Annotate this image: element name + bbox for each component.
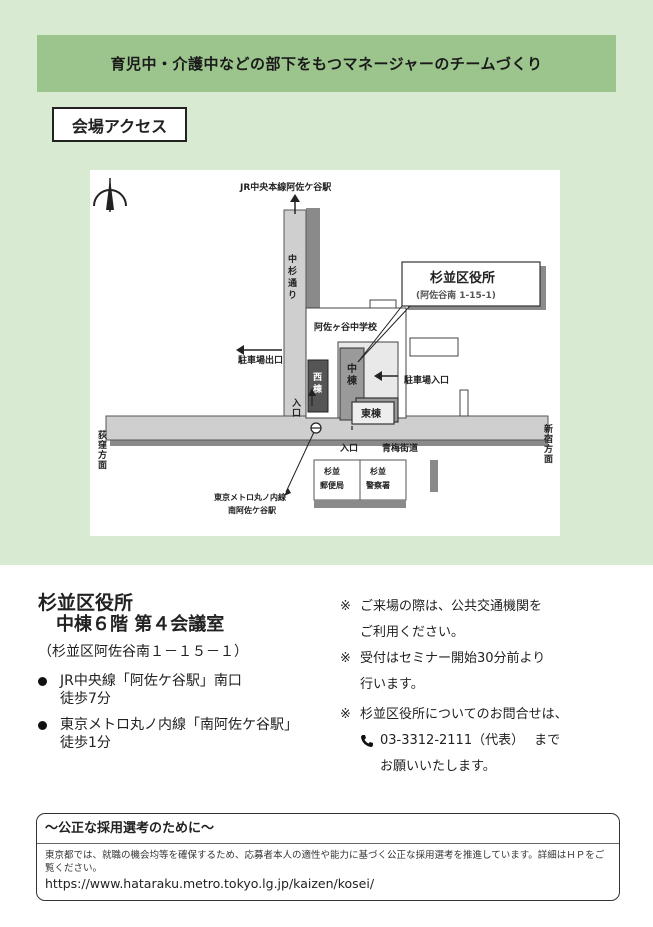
- left-direction-1: 荻: [98, 429, 108, 441]
- post-office-label-2: 郵便局: [320, 480, 344, 490]
- note-mark: ※: [340, 599, 351, 614]
- street-label-4: り: [288, 290, 297, 301]
- street-label-2: 杉: [288, 265, 297, 277]
- office-callout-address: (阿佐谷南 1-15-1): [416, 289, 496, 301]
- note-mark: ※: [340, 651, 351, 666]
- phone-number[interactable]: 03-3312-2111（代表）: [380, 733, 525, 748]
- left-direction-2: 窪: [98, 439, 107, 451]
- fair-body: 東京都では、就職の機会均等を確保するため、応募者本人の適性や能力に基づく公正な採…: [45, 850, 605, 874]
- notes: ※ ご来場の際は、公共交通機関を ご利用ください。 ※ 受付はセミナー開始30分…: [340, 594, 640, 780]
- venue-address: （杉並区阿佐谷南１－１５－１）: [38, 644, 248, 660]
- post-office-label-1: 杉並: [324, 466, 340, 476]
- route-walk-time: 徒歩1分: [60, 735, 111, 751]
- note-transport: ※ ご来場の際は、公共交通機関を ご利用ください。: [340, 594, 640, 646]
- note-text: お願いいたします。: [380, 759, 496, 774]
- road-label: 青梅街道: [382, 442, 418, 454]
- street-label-1: 中: [288, 253, 297, 265]
- jr-station-label: JR中央本線阿佐ケ谷駅: [239, 181, 332, 193]
- school-label: 阿佐ヶ谷中学校: [314, 321, 378, 333]
- fair-title: ～公正な採用選考のために～: [45, 821, 215, 836]
- subway-icon: [310, 422, 322, 434]
- note-reception: ※ 受付はセミナー開始30分前より 行います。: [340, 646, 640, 698]
- phone-suffix: まで: [534, 733, 561, 748]
- west-wing-label-2: 棟: [313, 383, 323, 395]
- fair-recruitment-box: ～公正な採用選考のために～ 東京都では、就職の機会均等を確保するため、応募者本人…: [36, 813, 620, 901]
- page-title: 育児中・介護中などの部下をもつマネージャーのチームづくり: [37, 35, 616, 92]
- route-line: 東京メトロ丸ノ内線「南阿佐ケ谷駅」: [60, 717, 298, 733]
- phone-line: 03-3312-2111（代表） まで: [340, 728, 640, 754]
- entrance-label-1b: 口: [292, 408, 301, 419]
- fair-url-link[interactable]: https://www.hataraku.metro.tokyo.lg.jp/k…: [45, 876, 375, 891]
- map-drawing: JR中央本線阿佐ケ谷駅 中 杉 通 り 阿佐ヶ谷中学校 駐車場出口 駐車場入口 …: [93, 178, 553, 515]
- note-text: ご利用ください。: [360, 625, 465, 640]
- metro-station-label-1: 東京メトロ丸ノ内線: [214, 492, 286, 502]
- left-direction-4: 面: [98, 460, 107, 471]
- right-direction-3: 方: [544, 443, 553, 455]
- note-text: ご来場の際は、公共交通機関を: [360, 599, 543, 614]
- west-wing-label-1: 西: [313, 372, 322, 383]
- phone-icon: [361, 735, 373, 747]
- center-wing-label-2: 棟: [347, 374, 358, 387]
- venue-info: 杉並区役所 中棟６階 第４会議室 （杉並区阿佐谷南１－１５－１） JR中央線「阿…: [38, 592, 338, 752]
- right-direction-2: 宿: [544, 433, 553, 445]
- police-label-1: 杉並: [370, 466, 386, 476]
- entrance-label-1a: 入: [291, 398, 301, 409]
- left-direction-3: 方: [98, 449, 107, 461]
- note-text: 受付はセミナー開始30分前より: [360, 651, 546, 666]
- metro-station-label-2: 南阿佐ケ谷駅: [228, 505, 277, 515]
- east-wing-label: 東棟: [361, 407, 382, 420]
- office-callout-name: 杉並区役所: [430, 270, 495, 286]
- bullet-icon: [38, 721, 47, 730]
- center-wing-label-1: 中: [347, 362, 357, 375]
- note-text: 杉並区役所についてのお問合せは、: [360, 707, 568, 722]
- divider: [37, 843, 619, 844]
- access-map: JR中央本線阿佐ケ谷駅 中 杉 通 り 阿佐ヶ谷中学校 駐車場出口 駐車場入口 …: [90, 170, 560, 536]
- right-direction-4: 面: [544, 454, 553, 465]
- route-walk-time: 徒歩7分: [60, 691, 111, 707]
- venue-name: 杉並区役所: [38, 592, 134, 614]
- note-text: 行います。: [360, 677, 424, 692]
- parking-entrance-label: 駐車場入口: [404, 374, 449, 386]
- note-inquiry: ※ 杉並区役所についてのお問合せは、: [340, 702, 640, 728]
- north-arrow-icon: [93, 178, 127, 212]
- bullet-icon: [38, 677, 47, 686]
- venue-floor: 中棟６階 第４会議室: [56, 614, 225, 635]
- parking-exit-label: 駐車場出口: [238, 354, 283, 366]
- route-item: 東京メトロ丸ノ内線「南阿佐ケ谷駅」 徒歩1分: [38, 716, 338, 752]
- access-heading: 会場アクセス: [52, 107, 187, 142]
- entrance-label-2: 入口: [339, 443, 358, 454]
- route-line: JR中央線「阿佐ケ谷駅」南口: [60, 673, 242, 689]
- right-direction-1: 新: [544, 423, 553, 435]
- note-mark: ※: [340, 707, 351, 722]
- route-item: JR中央線「阿佐ケ谷駅」南口 徒歩7分: [38, 672, 338, 708]
- street-label-3: 通: [288, 277, 297, 289]
- police-label-2: 警察署: [365, 480, 390, 490]
